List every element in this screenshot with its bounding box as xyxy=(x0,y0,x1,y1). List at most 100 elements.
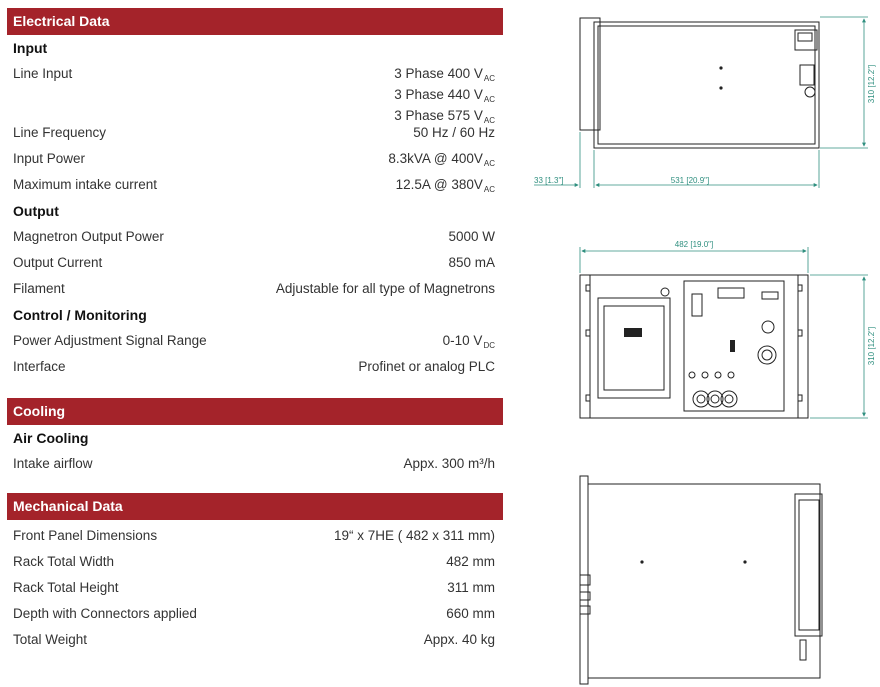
spec-row: Interface Profinet or analog PLC xyxy=(7,354,503,380)
front-view-drawing xyxy=(579,274,809,419)
value-subscript: AC xyxy=(483,116,495,125)
spec-table: Electrical Data Input Line Input 3 Phase… xyxy=(7,8,503,653)
terminal-block xyxy=(624,328,642,337)
spec-value-subscript: DC xyxy=(483,341,495,350)
spec-value: Profinet or analog PLC xyxy=(358,354,495,380)
air-cooling-subheader: Air Cooling xyxy=(13,430,89,446)
spec-label: Depth with Connectors applied xyxy=(13,606,197,621)
value-subscript: AC xyxy=(483,95,495,104)
section-gap xyxy=(7,477,503,493)
connector-strip xyxy=(730,340,735,352)
spec-label: Interface xyxy=(13,359,66,374)
line-input-value: 3 Phase 575 VAC xyxy=(394,108,495,129)
spec-label: Rack Total Width xyxy=(13,554,115,569)
spec-value: 660 mm xyxy=(446,601,495,627)
spec-label: Total Weight xyxy=(13,632,88,647)
spec-value-subscript: AC xyxy=(483,159,495,168)
spec-value: 12.5A @ 380VAC xyxy=(396,172,495,198)
line-input-value: 3 Phase 400 VAC xyxy=(394,66,495,87)
spec-value: 8.3kVA @ 400VAC xyxy=(388,146,495,172)
spec-value: 482 mm xyxy=(446,549,495,575)
spec-row: Output Current 850 mA xyxy=(7,250,503,276)
spec-label: Filament xyxy=(13,281,65,296)
input-subheader: Input xyxy=(13,40,48,56)
top-view-drawing xyxy=(579,17,820,149)
spec-value: 0-10 VDC xyxy=(443,328,495,354)
spec-value-text: Profinet or analog PLC xyxy=(358,359,495,374)
front-width-dimension: 482 [19.0"] xyxy=(675,240,713,249)
spec-value-text: 8.3kVA @ 400V xyxy=(388,151,483,166)
spec-row: Total Weight Appx. 40 kg xyxy=(7,627,503,653)
section-gap xyxy=(7,380,503,398)
mounting-hole xyxy=(640,560,644,564)
spec-row: Power Adjustment Signal Range 0-10 VDC xyxy=(7,328,503,354)
side-view-drawing xyxy=(579,475,823,685)
spec-row: Magnetron Output Power 5000 W xyxy=(7,224,503,250)
spec-value: Appx. 300 m³/h xyxy=(403,451,495,477)
spec-value-text: 19“ x 7HE ( 482 x 311 mm) xyxy=(333,528,495,543)
spec-value: Adjustable for all type of Magnetrons xyxy=(276,276,495,302)
spec-value: 311 mm xyxy=(447,575,495,601)
spec-row: Filament Adjustable for all type of Magne… xyxy=(7,276,503,302)
input-rows: Line Frequency 50 Hz / 60 Hz Input Power 8.… xyxy=(7,120,503,198)
spec-value-text: Appx. 300 m³/h xyxy=(403,456,495,471)
spec-value-text: 50 Hz / 60 Hz xyxy=(413,125,495,140)
spec-value-text: Appx. 40 kg xyxy=(423,632,495,647)
spec-row: Front Panel Dimensions 19“ x 7HE ( 482 x … xyxy=(7,523,503,549)
spec-value-text: 0-10 V xyxy=(442,333,483,348)
spec-label: Maximum intake current xyxy=(13,177,158,192)
mechanical-data-header: Mechanical Data xyxy=(7,493,503,520)
mounting-hole xyxy=(719,86,723,90)
value-text: 3 Phase 575 V xyxy=(394,108,483,123)
spec-row: Maximum intake current 12.5A @ 380VAC xyxy=(7,172,503,198)
output-subheader: Output xyxy=(13,203,59,219)
control-subheader: Control / Monitoring xyxy=(13,307,147,323)
spec-value-text: 311 mm xyxy=(447,580,495,595)
spec-value: 50 Hz / 60 Hz xyxy=(413,120,495,146)
spec-value: 5000 W xyxy=(448,224,495,250)
spec-row: Line Frequency 50 Hz / 60 Hz xyxy=(7,120,503,146)
spec-row: Intake airflow Appx. 300 m³/h xyxy=(7,451,503,477)
spec-value: 850 mA xyxy=(448,250,495,276)
spec-label: Intake airflow xyxy=(13,456,93,471)
drawing-canvas: 33 [1.3"] 531 [20.9"] 310 [12.2"] xyxy=(534,16,876,685)
spec-value: Appx. 40 kg xyxy=(424,627,495,653)
spec-value-subscript: AC xyxy=(483,185,495,194)
mounting-hole xyxy=(743,560,747,564)
spec-value-text: 850 mA xyxy=(448,255,495,270)
top-depth-dimension: 531 [20.9"] xyxy=(671,176,709,185)
spec-value: 19“ x 7HE ( 482 x 311 mm) xyxy=(334,523,495,549)
spec-row: Rack Total Width 482 mm xyxy=(7,549,503,575)
spec-value-text: Adjustable for all type of Magnetrons xyxy=(275,281,495,296)
spec-value-text: 5000 W xyxy=(448,229,495,244)
spec-label: Front Panel Dimensions xyxy=(13,528,158,543)
technical-drawings: 33 [1.3"] 531 [20.9"] 310 [12.2"] xyxy=(520,0,880,687)
spec-row: Rack Total Height 311 mm xyxy=(7,575,503,601)
value-text: 3 Phase 400 V xyxy=(394,66,483,81)
spec-label: Power Adjustment Signal Range xyxy=(13,333,207,348)
spec-value-text: 482 mm xyxy=(446,554,495,569)
value-subscript: AC xyxy=(483,74,495,83)
spec-row: Depth with Connectors applied 660 mm xyxy=(7,601,503,627)
top-offset-dimension: 33 [1.3"] xyxy=(534,176,564,185)
front-height-dimension: 310 [12.2"] xyxy=(867,327,876,365)
spec-label: Magnetron Output Power xyxy=(13,229,164,244)
mounting-hole xyxy=(719,66,723,70)
line-input-value: 3 Phase 440 VAC xyxy=(394,87,495,108)
spec-label: Line Frequency xyxy=(13,125,107,140)
spec-label: Output Current xyxy=(13,255,103,270)
output-rows: Magnetron Output Power 5000 W Output Curre… xyxy=(7,224,503,302)
spec-label: Input Power xyxy=(13,151,86,166)
spec-row: Input Power 8.3kVA @ 400VAC xyxy=(7,146,503,172)
mechanical-rows: Front Panel Dimensions 19“ x 7HE ( 482 x … xyxy=(7,523,503,653)
spec-label: Rack Total Height xyxy=(13,580,119,595)
electrical-data-header: Electrical Data xyxy=(7,8,503,35)
value-text: 3 Phase 440 V xyxy=(394,87,483,102)
cooling-rows: Intake airflow Appx. 300 m³/h xyxy=(7,451,503,477)
line-input-label: Line Input xyxy=(13,66,73,81)
spec-value-text: 12.5A @ 380V xyxy=(395,177,483,192)
top-height-dimension: 310 [12.2"] xyxy=(867,65,876,103)
